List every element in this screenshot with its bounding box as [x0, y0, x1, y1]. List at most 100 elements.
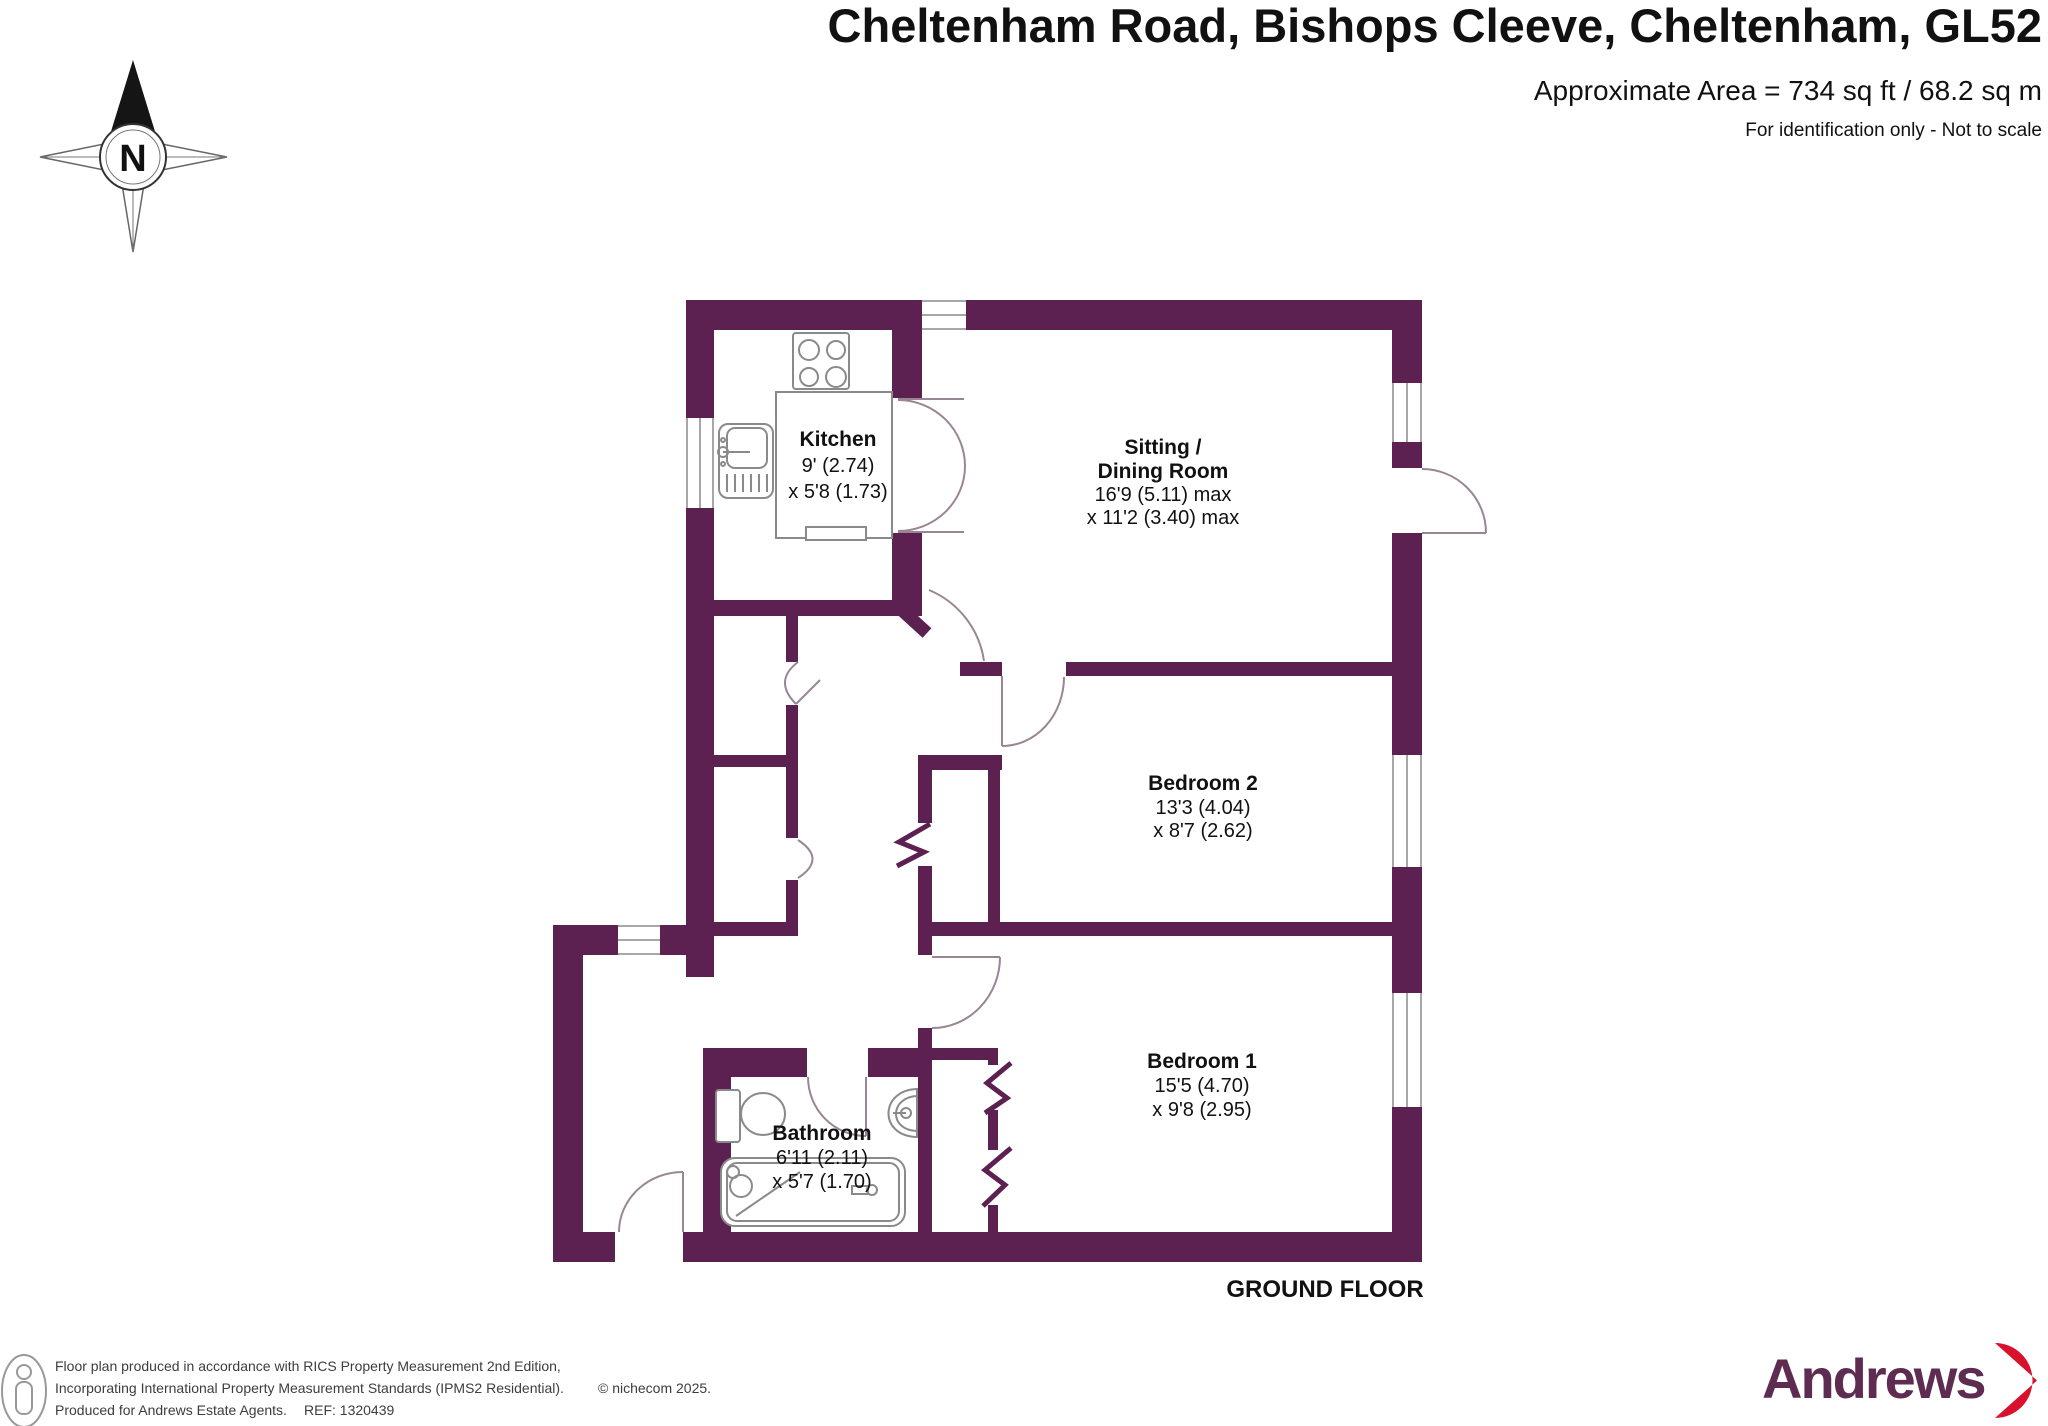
door-kitchen-double — [897, 398, 966, 533]
wall-hall-east-b — [918, 866, 932, 955]
window-bedroom-2 — [1392, 755, 1422, 867]
wall-hall-east-c — [918, 1028, 932, 1232]
window-top — [922, 300, 966, 330]
wall-right-1 — [1392, 330, 1422, 383]
footer-ref: REF: 1320439 — [304, 1402, 394, 1418]
doors — [618, 398, 1487, 1233]
window-kitchen — [686, 418, 714, 508]
windows — [618, 300, 1422, 1107]
room-name: Dining Room — [1098, 460, 1229, 483]
label-kitchen: Kitchen 9' (2.74) x 5'8 (1.73) — [788, 428, 887, 503]
room-name: Bathroom — [772, 1122, 871, 1145]
wall-hall-east-top — [918, 755, 1002, 770]
wall-kitchen-bottom — [714, 600, 922, 616]
door-hall-to-sitting — [928, 589, 985, 662]
wall-kitchen-partition-b — [892, 533, 922, 603]
wall-wardrobe-north — [932, 1048, 998, 1060]
person-icon — [1, 1354, 47, 1426]
footer: Floor plan produced in accordance with R… — [1, 1354, 711, 1426]
andrews-arrow-icon — [1995, 1343, 2037, 1418]
room-dim: x 9'8 (2.95) — [1152, 1099, 1251, 1121]
room-name: Bedroom 1 — [1147, 1050, 1257, 1073]
walls — [553, 300, 1422, 1262]
room-name: Bedroom 2 — [1148, 772, 1258, 795]
basin-icon — [887, 1087, 918, 1139]
floor-label: GROUND FLOOR — [1226, 1276, 1423, 1303]
page-title: Cheltenham Road, Bishops Cleeve, Chelten… — [828, 0, 2042, 52]
bath-icon — [720, 1157, 906, 1227]
room-name: Sitting / — [1125, 436, 1202, 459]
footer-copyright: © nichecom 2025. — [598, 1380, 711, 1396]
label-sitting-dining: Sitting / Dining Room 16'9 (5.11) max x … — [1087, 436, 1239, 529]
room-labels: Kitchen 9' (2.74) x 5'8 (1.73) Sitting /… — [772, 428, 1258, 1193]
wall-left-upper-a — [686, 300, 714, 418]
compass-inner-circle — [105, 129, 161, 185]
room-dim: 6'11 (2.11) — [776, 1147, 868, 1169]
wall-kitchen-partition-a — [892, 330, 922, 398]
hob-icon — [792, 332, 850, 390]
wall-bed2-top-b — [1066, 662, 1392, 676]
door-hall-cupboard-1 — [784, 661, 821, 705]
wall-right-3 — [1392, 533, 1422, 755]
wall-cupboard-bottom — [714, 922, 798, 936]
door-bedroom-1 — [931, 956, 1001, 1029]
label-bedroom-1: Bedroom 1 15'5 (4.70) x 9'8 (2.95) — [1147, 1050, 1257, 1121]
approximate-area: Approximate Area = 734 sq ft / 68.2 sq m — [1534, 75, 2042, 106]
header: Cheltenham Road, Bishops Cleeve, Chelten… — [828, 0, 2042, 141]
wall-cupboard-part-b — [786, 705, 798, 838]
room-dim: 9' (2.74) — [802, 455, 875, 477]
footer-line-3: Produced for Andrews Estate Agents. — [55, 1402, 287, 1418]
door-airing-cupboard-bifold — [893, 821, 932, 869]
brand-name: Andrews — [1762, 1347, 1985, 1410]
door-hall-cupboard-2 — [797, 839, 814, 879]
wall-bathroom-top-a — [731, 1048, 807, 1077]
window-bedroom-1 — [1392, 993, 1422, 1107]
room-name: Kitchen — [799, 428, 876, 451]
door-wardrobe-bifold-1 — [982, 1061, 1013, 1116]
disclaimer: For identification only - Not to scale — [1745, 120, 2042, 141]
window-entrance-step — [618, 925, 660, 955]
room-dim: 16'9 (5.11) max — [1095, 484, 1232, 506]
room-dim: 13'3 (4.04) — [1156, 797, 1251, 819]
wall-bottom-b — [683, 1232, 1422, 1262]
label-bathroom: Bathroom 6'11 (2.11) x 5'7 (1.70) — [772, 1122, 871, 1193]
door-bedroom-2 — [1001, 676, 1065, 747]
room-dim: 15'5 (4.70) — [1155, 1075, 1250, 1097]
wall-wardrobe-front-c — [988, 1205, 998, 1232]
wall-bedroom-divider — [918, 922, 1392, 936]
door-wardrobe-bifold-2 — [980, 1146, 1013, 1208]
sink-icon — [717, 423, 774, 499]
wall-chamfer — [888, 597, 932, 638]
floor-plan: Kitchen 9' (2.74) x 5'8 (1.73) Sitting /… — [553, 300, 1487, 1303]
footer-line-2: Incorporating International Property Mea… — [55, 1380, 564, 1396]
wall-hall-east-a — [918, 770, 932, 823]
label-bedroom-2: Bedroom 2 13'3 (4.04) x 8'7 (2.62) — [1148, 772, 1258, 842]
toilet-icon — [715, 1089, 786, 1143]
door-bathroom — [807, 1076, 867, 1137]
wall-bed2-top-a — [960, 662, 1002, 676]
wall-cupboard-east — [988, 770, 1000, 922]
wall-left-lower — [553, 925, 583, 1262]
wall-bathroom-top-b — [868, 1048, 932, 1077]
fixtures — [715, 332, 918, 1227]
window-sitting-room — [1392, 383, 1422, 442]
room-dim: x 8'7 (2.62) — [1153, 820, 1252, 842]
wall-top-b — [966, 300, 1422, 330]
wall-cupboard-divider — [714, 755, 798, 767]
wall-right-2 — [1392, 442, 1422, 468]
andrews-logo: Andrews — [1762, 1343, 2037, 1418]
compass-rose-icon: N — [39, 60, 228, 253]
room-dim: x 11'2 (3.40) max — [1087, 507, 1239, 529]
door-sitting-external — [1421, 468, 1487, 534]
room-dim: x 5'8 (1.73) — [788, 481, 887, 503]
compass-outer-circle — [99, 123, 167, 191]
wall-wardrobe-front-a — [988, 1048, 998, 1065]
footer-line-1: Floor plan produced in accordance with R… — [55, 1358, 561, 1374]
room-dim: x 5'7 (1.70) — [772, 1171, 871, 1193]
kitchen-counter — [775, 391, 893, 541]
wall-right-4 — [1392, 867, 1422, 993]
compass-north-label: N — [119, 138, 146, 180]
wall-step-a — [553, 925, 618, 955]
wall-wardrobe-front-b — [988, 1110, 998, 1150]
wall-cupboard-part-a — [786, 616, 798, 662]
